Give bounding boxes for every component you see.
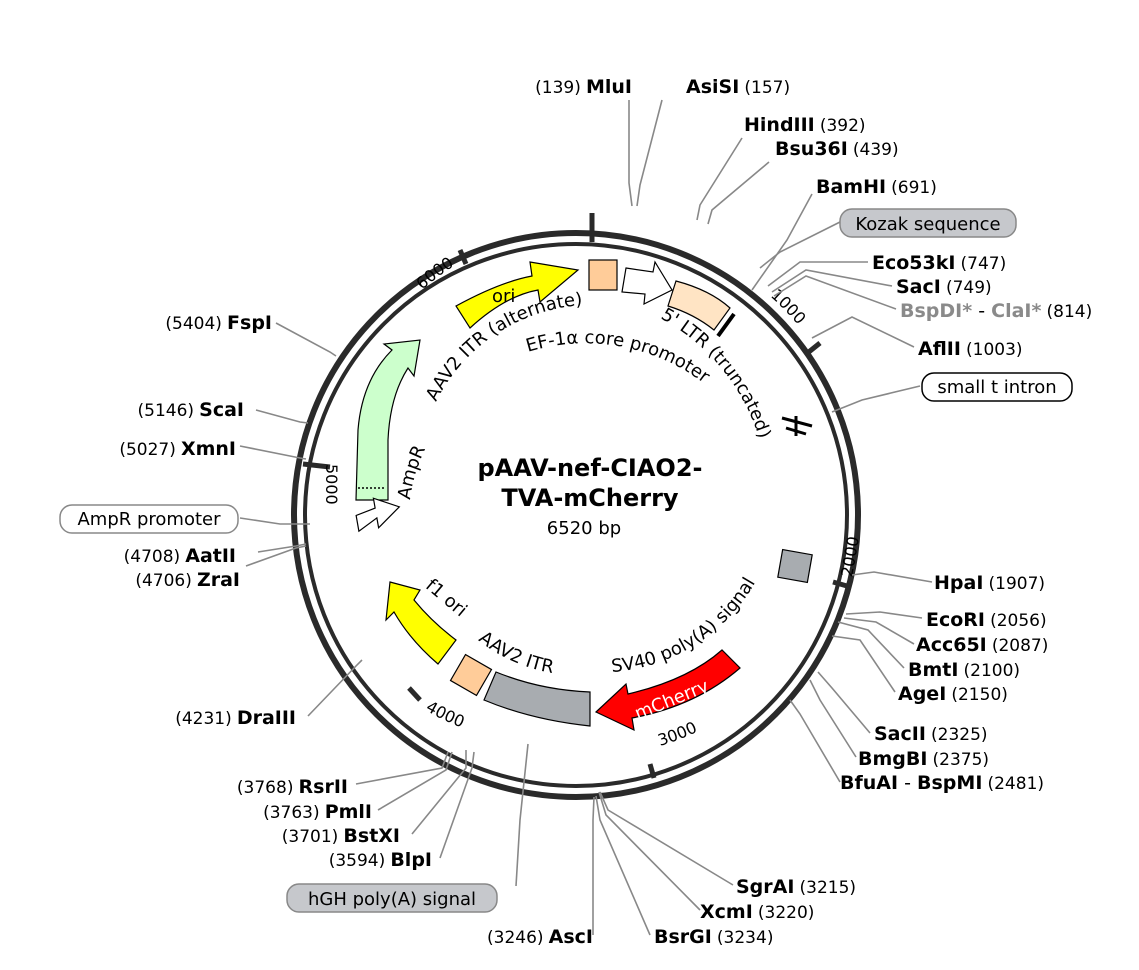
plasmid-name-line2: TVA-mCherry	[501, 484, 679, 512]
plasmid-size: 6520 bp	[547, 518, 621, 539]
small-t-intron-glyph	[781, 416, 813, 436]
site-bspdi-clai: BspDI* - ClaI* (814)	[900, 300, 1092, 322]
sv40-polya-block	[777, 548, 813, 584]
site-bsu36i: Bsu36I (439)	[775, 138, 899, 160]
site-sgrai: SgrAI (3215)	[736, 876, 856, 898]
ef1a-promoter-arrow	[621, 260, 673, 306]
site-bmgbi: BmgBI (2375)	[858, 748, 989, 770]
site-aatii: (4708) AatII	[124, 545, 236, 567]
kozak-callout-label: Kozak sequence	[855, 214, 1000, 235]
f1-ori-arrow	[385, 581, 457, 665]
tick-label-3000: 3000	[655, 718, 699, 750]
site-blpi: (3594) BlpI	[329, 849, 432, 871]
site-acc65i: Acc65I (2087)	[916, 634, 1048, 656]
site-sacii: SacII (2325)	[874, 723, 988, 745]
site-bstxi: (3701) BstXI	[282, 825, 400, 847]
site-hpai: HpaI (1907)	[934, 572, 1045, 594]
site-rsrii: (3768) RsrII	[237, 776, 348, 798]
leader-lines	[239, 99, 933, 936]
site-eco53ki: Eco53kI (747)	[872, 252, 1006, 274]
site-draiii: (4231) DraIII	[175, 707, 296, 729]
site-fspi: (5404) FspI	[165, 312, 272, 334]
site-bmti: BmtI (2100)	[908, 659, 1020, 681]
hgh-callout-label: hGH poly(A) signal	[308, 889, 476, 910]
hgh-polya-block	[483, 671, 591, 727]
f1-ori-label: f1 ori	[421, 575, 470, 621]
hgh-callout-box	[286, 883, 498, 913]
backbone-outer	[291, 230, 861, 800]
backbone-inner	[303, 242, 849, 788]
site-pmli: (3763) PmlI	[263, 801, 372, 823]
tick-marks	[302, 213, 848, 779]
site-zrai: (4706) ZraI	[135, 569, 240, 591]
site-agei: AgeI (2150)	[898, 683, 1008, 705]
site-xcmi: XcmI (3220)	[700, 901, 814, 923]
site-saci: SacI (749)	[896, 276, 992, 298]
aav2-itr-block	[449, 653, 493, 697]
sv40-label: SV40 poly(A) signal	[610, 574, 759, 677]
ltr-block	[667, 280, 731, 331]
site-asci: (3246) AscI	[487, 926, 593, 948]
ori-arrow	[455, 261, 580, 329]
ltr-end-tick	[716, 312, 736, 338]
small-t-callout-box	[921, 372, 1073, 402]
ampr-arrow	[355, 339, 421, 501]
ampr-label: AmpR	[394, 442, 430, 501]
site-aflii: AflII (1003)	[918, 338, 1023, 360]
ampr-promoter-arrow	[355, 497, 401, 533]
site-asisi: AsiSI (157)	[686, 76, 790, 98]
site-bamhi: BamHI (691)	[816, 176, 937, 198]
ampr-promoter-callout-box	[59, 504, 239, 534]
small-t-callout-label: small t intron	[937, 377, 1056, 398]
site-bsrgi: BsrGI (3234)	[654, 926, 773, 948]
site-hindiii: HindIII (392)	[744, 114, 866, 136]
tick-label-5000: 5000	[322, 464, 341, 505]
tick-label-2000: 2000	[837, 535, 863, 578]
plasmid-name-line1: pAAV-nef-CIAO2-	[477, 454, 702, 482]
ori-label: ori	[492, 286, 515, 307]
site-mlui: (139) MluI	[535, 76, 632, 98]
tick-label-4000: 4000	[423, 697, 467, 731]
site-xmni: (5027) XmnI	[119, 438, 236, 460]
site-bfuai-bspmi: BfuAI - BspMI (2481)	[840, 772, 1044, 794]
kozak-callout-box	[839, 208, 1017, 238]
aav2-itr-alt-block	[588, 259, 618, 291]
ampr-promoter-callout-label: AmpR promoter	[77, 509, 221, 530]
mcherry-arrow	[594, 649, 741, 732]
site-ecori: EcoRI (2056)	[926, 609, 1047, 631]
site-scai: (5146) ScaI	[138, 399, 244, 421]
tick-label-6000: 6000	[412, 253, 456, 293]
